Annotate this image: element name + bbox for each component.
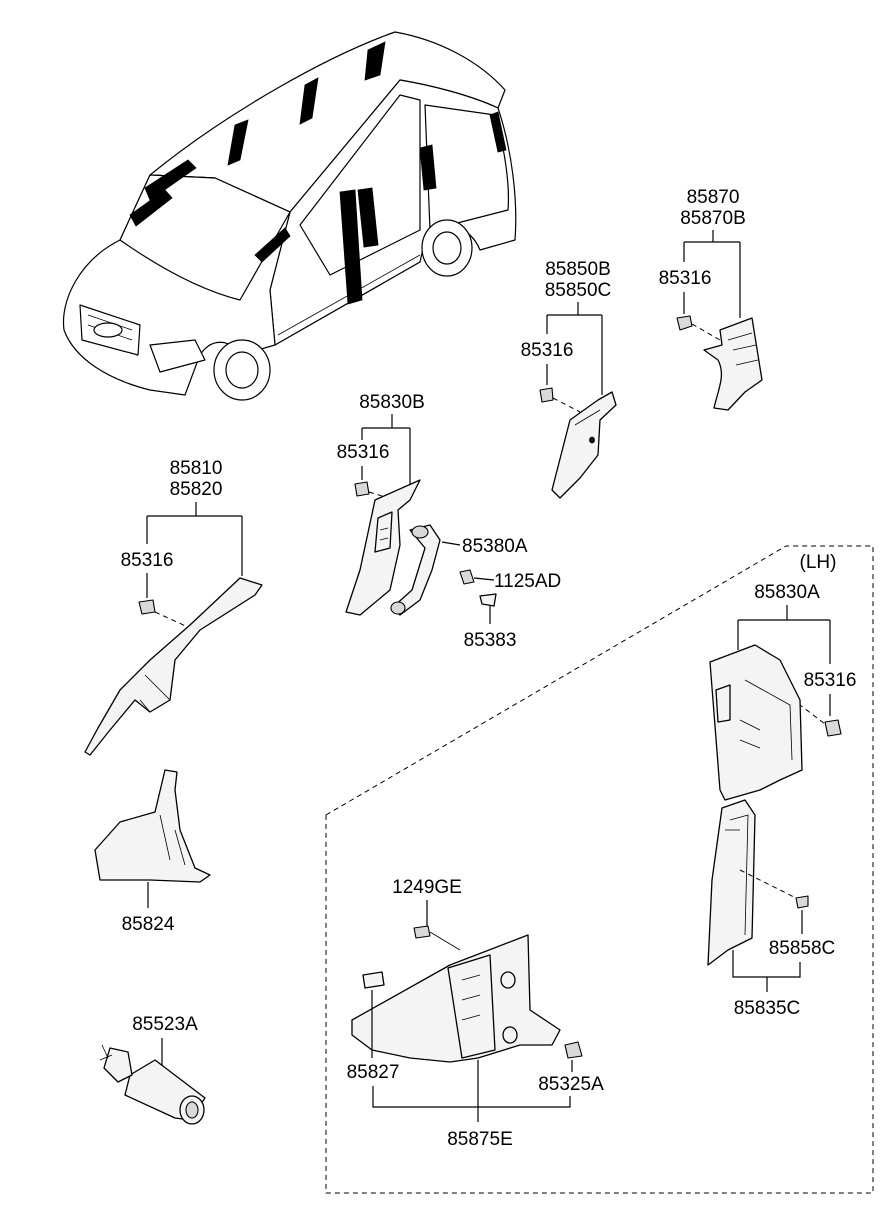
- part-85870-group: 85870 85870B 85316: [659, 187, 763, 411]
- part-85875E-group: 1249GE 85827 85325A 85875E: [347, 877, 604, 1150]
- label-85858C: 85858C: [769, 938, 836, 959]
- trim-85850-icon: [551, 391, 617, 499]
- label-1249GE: 1249GE: [392, 877, 462, 898]
- label-85830B: 85830B: [359, 392, 425, 413]
- label-85870: 85870: [687, 187, 740, 208]
- label-85316-a: 85316: [659, 268, 712, 289]
- clip-icon: [795, 895, 809, 909]
- label-85820: 85820: [170, 479, 223, 500]
- label-85316-d: 85316: [121, 550, 174, 571]
- label-1125AD: 1125AD: [494, 571, 561, 592]
- label-85824: 85824: [122, 914, 175, 935]
- clip-icon: [539, 387, 554, 403]
- clip-icon: [676, 315, 693, 331]
- label-lh: (LH): [800, 552, 837, 573]
- trim-85835C-icon: [707, 799, 756, 966]
- screw-icon: [459, 569, 475, 585]
- label-85827: 85827: [347, 1062, 400, 1083]
- bolt-icon: [413, 925, 431, 939]
- clip-icon: [354, 481, 370, 497]
- label-85523A: 85523A: [132, 1014, 198, 1035]
- part-85523A-group: 85523A: [99, 1014, 206, 1125]
- cap-icon: [479, 593, 497, 607]
- clip-icon: [824, 719, 842, 737]
- part-85835C-group: 85858C 85835C: [707, 799, 836, 1019]
- label-85325A: 85325A: [538, 1074, 604, 1095]
- label-85850C: 85850C: [545, 280, 612, 301]
- label-85850B: 85850B: [545, 259, 611, 280]
- part-85830A-group: 85830A 85316: [709, 582, 857, 801]
- label-85383: 85383: [464, 630, 517, 651]
- part-85380A-group: 85380A 1125AD 85383: [390, 524, 561, 651]
- label-85380A: 85380A: [462, 536, 528, 557]
- label-85875E: 85875E: [447, 1129, 513, 1150]
- part-85830B-group: 85830B 85316: [337, 392, 425, 616]
- label-85316-b: 85316: [521, 340, 574, 361]
- grab-handle-icon: [391, 524, 441, 616]
- label-85835C: 85835C: [734, 998, 801, 1019]
- part-85850-group: 85850B 85850C 85316: [521, 259, 617, 499]
- van-illustration: [62, 31, 517, 401]
- plate-85827-icon: [362, 971, 385, 989]
- part-85810-group: 85810 85820 85316: [84, 458, 263, 756]
- label-85870B: 85870B: [680, 208, 746, 229]
- clip-icon: [564, 1041, 583, 1059]
- trim-85810-icon: [84, 577, 263, 756]
- part-85824-group: 85824: [94, 769, 211, 935]
- trim-85830A-icon: [709, 644, 803, 801]
- label-85316-e: 85316: [804, 670, 857, 691]
- trim-85870-icon: [703, 317, 763, 411]
- lh-assembly-box: (LH): [325, 545, 874, 1194]
- clip-icon: [138, 599, 156, 615]
- trim-85824-icon: [94, 769, 211, 883]
- label-85316-c: 85316: [337, 442, 390, 463]
- label-85830A: 85830A: [754, 582, 820, 603]
- label-85810: 85810: [170, 458, 223, 479]
